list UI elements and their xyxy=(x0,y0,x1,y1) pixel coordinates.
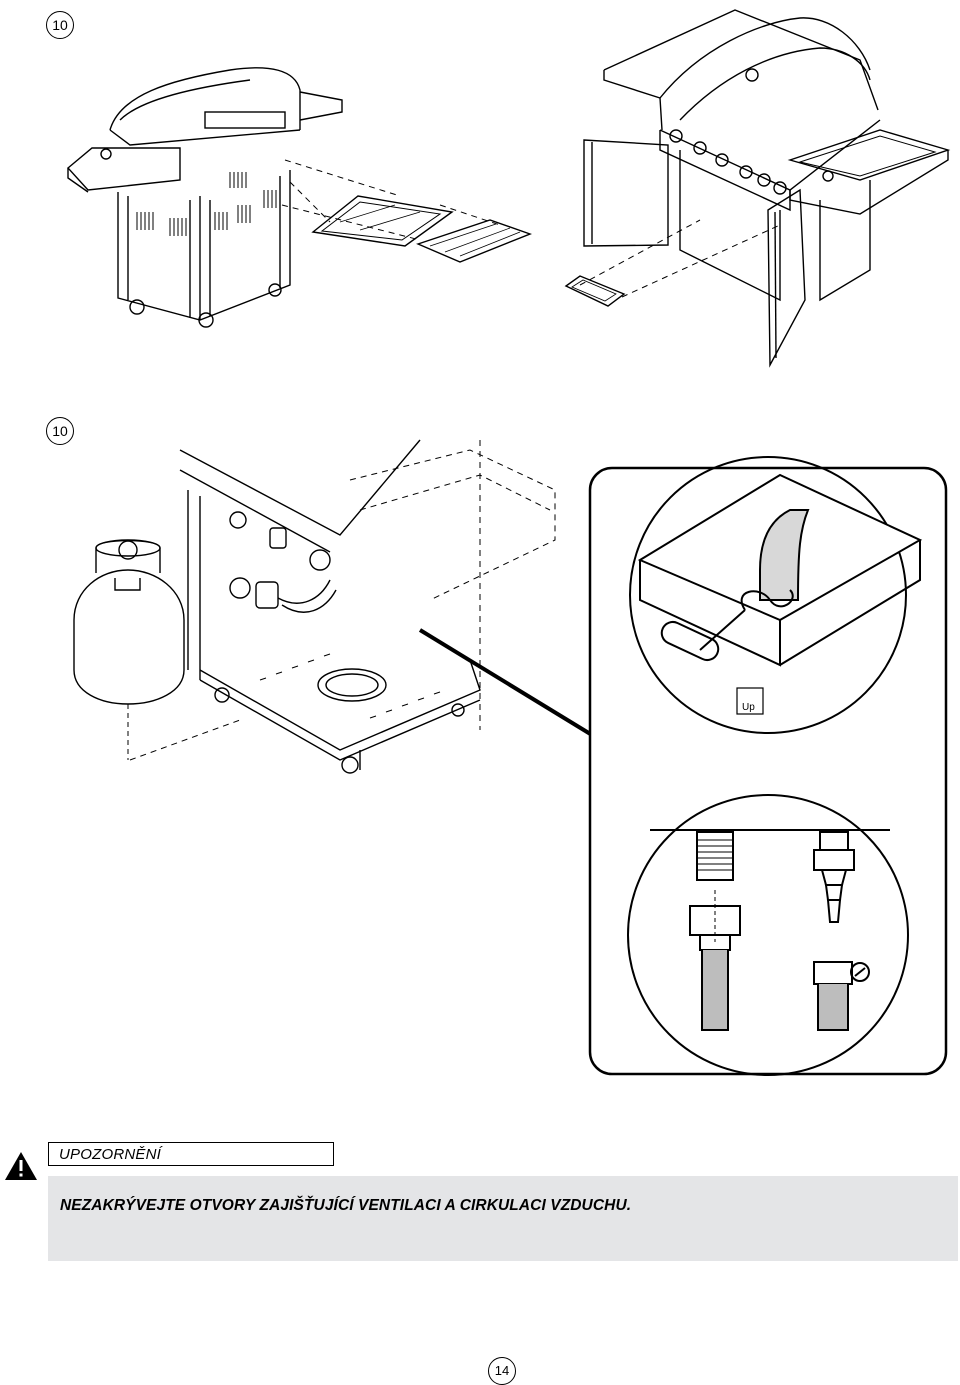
warning-title: UPOZORNĚNÍ xyxy=(59,1146,162,1163)
up-marking: Up xyxy=(742,702,755,713)
warning-icon xyxy=(5,1152,37,1180)
warning-text: NEZAKRÝVEJTE OTVORY ZAJIŠŤUJÍCÍ VENTILAC… xyxy=(60,1197,632,1214)
warning-body: NEZAKRÝVEJTE OTVORY ZAJIŠŤUJÍCÍ VENTILAC… xyxy=(48,1176,958,1261)
step-number-badge: 10 xyxy=(46,417,74,445)
gas-tank-connection-illustration: Up xyxy=(73,439,948,1076)
step-number-badge: 10 xyxy=(46,11,74,39)
warning-title-box: UPOZORNĚNÍ xyxy=(48,1142,334,1166)
page-number: 14 xyxy=(488,1357,516,1385)
grill-assembly-illustration xyxy=(66,9,951,368)
